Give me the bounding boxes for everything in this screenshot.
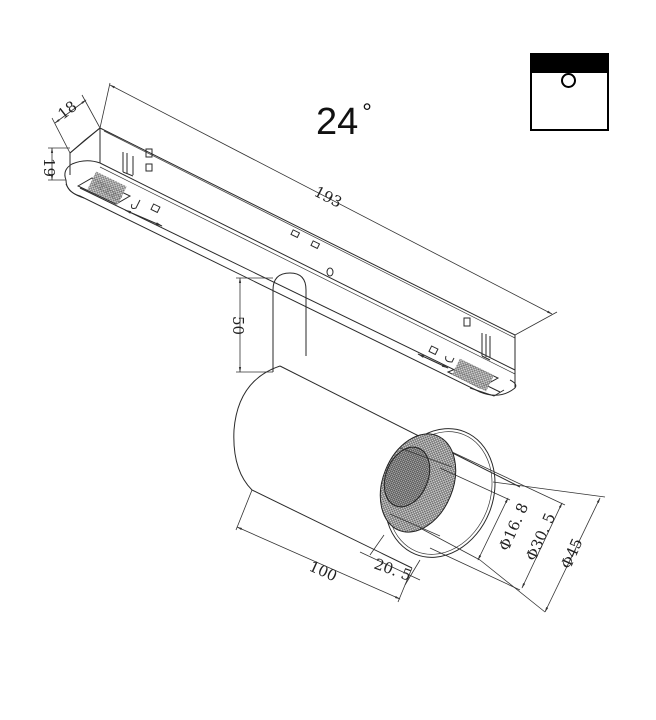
dim-lens-recess: 20. 5 [372, 555, 414, 585]
dim-reflector-diameter: Φ30. 5 [522, 510, 559, 563]
dim-track-height: 19 [40, 158, 58, 177]
dim-track-length: 193 [311, 183, 345, 212]
dimension-labels: 18 19 193 50 100 20. 5 Φ16. 8 Φ30. 5 Φ45 [40, 97, 586, 585]
right-connector-grille [446, 358, 505, 397]
beam-icon-light-circle [561, 73, 576, 88]
dimension-lines [48, 82, 606, 613]
track-adapter [64, 127, 517, 397]
dim-body-length: 100 [306, 557, 339, 585]
dim-track-width: 18 [54, 97, 80, 123]
beam-icon-top-bar [532, 55, 607, 73]
spotlight-body [233, 365, 521, 569]
stem [272, 272, 307, 372]
dim-body-diameter: Φ45 [557, 536, 586, 572]
dim-stem-height: 50 [229, 316, 247, 335]
